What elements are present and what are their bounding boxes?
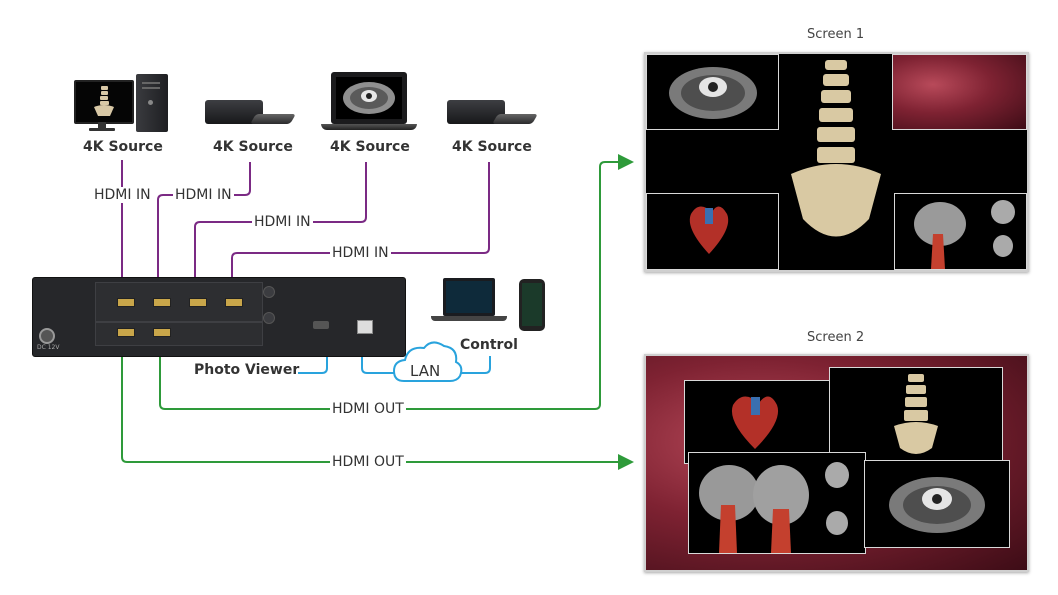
control-laptop-icon: [425, 278, 515, 330]
screen-1-surgery-pane: [892, 54, 1027, 130]
spine-image-icon: [76, 82, 132, 122]
hdmi-in-label-1: HDMI IN: [92, 187, 153, 203]
desktop-computer-icon: [74, 72, 170, 134]
source-label-1: 4K Source: [83, 139, 163, 155]
screen-2-heart-pane: [684, 380, 832, 464]
screw: [263, 286, 275, 298]
screen-1-axial-pane: [646, 54, 779, 130]
hdmi-in-line-2: [156, 162, 251, 296]
hdmi-out-label-2: HDMI OUT: [330, 454, 406, 470]
screen-2-axial-pane: [864, 460, 1010, 548]
lan-port: [357, 320, 373, 334]
lan-line-right: [454, 356, 491, 374]
axial-scan-image-icon: [336, 77, 402, 119]
source-label-3: 4K Source: [330, 139, 410, 155]
media-box-icon-2: [447, 96, 538, 130]
hdmi-in-port-3: [189, 298, 207, 307]
dc-label: DC 12V: [37, 344, 60, 351]
hdmi-in-port-1: [117, 298, 135, 307]
hdmi-out-lines: [121, 154, 634, 470]
control-phone-icon: [519, 279, 545, 331]
screw: [263, 312, 275, 324]
photo-viewer-label: Photo Viewer: [194, 362, 300, 378]
screen-2-mri-pane: [688, 452, 866, 554]
screen-1: [644, 52, 1029, 272]
screen-1-mri-pane: [894, 193, 1027, 270]
screen-2-title: Screen 2: [807, 330, 865, 345]
dc-power-jack: [39, 328, 55, 344]
screen-1-heart-pane: [646, 193, 779, 270]
lan-cloud-icon: [392, 341, 463, 382]
hdmi-in-port-2: [153, 298, 171, 307]
hdmi-in-label-2: HDMI IN: [173, 187, 234, 203]
screen-2-spine-pane: [829, 367, 1003, 463]
hdmi-out-line-1: [159, 154, 634, 410]
source-label-2: 4K Source: [213, 139, 293, 155]
hdmi-in-label-3: HDMI IN: [252, 214, 313, 230]
laptop-icon: [321, 72, 417, 134]
media-box-icon: [205, 96, 296, 130]
lan-line-left: [361, 336, 398, 374]
lan-label: LAN: [410, 362, 441, 380]
hdmi-out-label-1: HDMI OUT: [330, 401, 406, 417]
hdmi-in-port-4: [225, 298, 243, 307]
screen-2: [644, 354, 1029, 572]
hdmi-out-line-2: [121, 345, 634, 470]
usb-port: [313, 321, 329, 329]
hdmi-out-port-2: [153, 328, 171, 337]
hdmi-out-port-1: [117, 328, 135, 337]
screen-1-title: Screen 1: [807, 27, 865, 42]
control-label: Control: [460, 337, 518, 353]
video-switcher-rear-panel: DC 12V: [32, 277, 406, 357]
hdmi-in-label-4: HDMI IN: [330, 245, 391, 261]
screen-1-spine-3d: [791, 60, 881, 237]
source-label-4: 4K Source: [452, 139, 532, 155]
